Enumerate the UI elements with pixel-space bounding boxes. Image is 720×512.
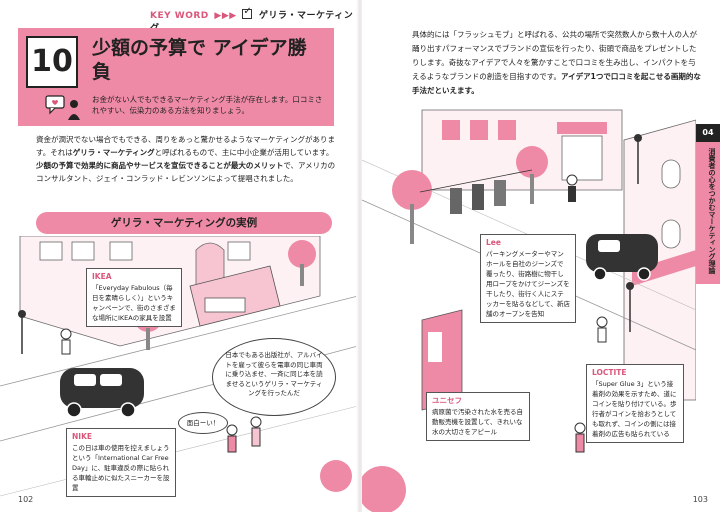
intro-text-3: で、アメリカのコンサルタント、ジェイ・コンラッド・レビンソンによって提唱されまし… [36, 161, 336, 183]
callout-loctite-body: 「Super Glue 3」という接着剤の効果を示すため、道にコインを貼り付けて… [592, 380, 677, 438]
callout-loctite-title: LOCTITE [592, 368, 627, 377]
callout-unicef-body: 病原菌で汚染された水を売る自動販売機を設置して、きれいな水の大切さをアピール [432, 408, 523, 436]
callout-nike-title: NIKE [72, 432, 93, 441]
example-title: ゲリラ・マーケティングの実例 [36, 212, 332, 234]
page-number-right: 103 [692, 495, 708, 504]
callout-unicef: ユニセフ 病原菌で汚染された水を売る自動販売機を設置して、きれいな水の大切さをア… [426, 392, 530, 441]
intro-bold-2: 少額の予算で効果的に商品やサービスを宣伝できることが最大のメリット [36, 161, 284, 170]
street-illustration-right [362, 109, 696, 512]
callout-loctite: LOCTITE 「Super Glue 3」という接着剤の効果を示すため、道にコ… [586, 364, 684, 443]
keyword-arrows-icon: ▶▶▶ [214, 11, 237, 21]
chapter-number: 04 [696, 124, 720, 142]
speech-bubble-omoshiroi: 面白ーい！ [178, 412, 228, 434]
book-gutter [356, 0, 364, 512]
intro-bold-1: ゲリラ・マーケティング [72, 148, 155, 157]
keyword-tag: KEY WORD [150, 11, 209, 21]
intro-paragraph: 資金が潤沢でない場合でもできる、周りをあっと驚かせるようなマーケティングがありま… [36, 133, 336, 185]
intro-text-1: 資金が潤沢でない場合でもできる、周りをあっと驚かせるようなマーケティングがありま… [36, 135, 335, 157]
section-header: 10 少額の予算で アイデア勝負 お金がない人でもできるマーケティング手法が存在… [18, 28, 334, 126]
checkbox-icon [242, 6, 253, 19]
right-paragraph: 具体的には「フラッシュモブ」と呼ばれる、公共の場所で突然数人から数十人の人が踊り… [412, 28, 702, 98]
callout-nike: NIKE この日は車の使用を控えましょうという「International Ca… [66, 428, 176, 497]
right-page: 具体的には「フラッシュモブ」と呼ばれる、公共の場所で突然数人から数十人の人が踊り… [362, 0, 720, 512]
right-text-1: 具体的には「フラッシュモブ」と呼ばれる、公共の場所で突然数人から数十人の人が踊り… [412, 30, 697, 81]
section-title: 少額の予算で アイデア勝負 [92, 37, 307, 83]
callout-lee-body: パーキングメーターやマンホールを自社のジーンズで覆ったり、街路樹に物干し用ロープ… [486, 250, 570, 318]
callout-lee: Lee パーキングメーターやマンホールを自社のジーンズで覆ったり、街路樹に物干し… [480, 234, 576, 323]
right-bold-1: アイデア1つで口コミを起こせる画期的な手法だといえます。 [412, 72, 701, 95]
callout-unicef-title: ユニセフ [432, 396, 462, 405]
speech-hearts-icon [45, 95, 80, 120]
callout-ikea-title: IKEA [92, 272, 112, 281]
section-number: 10 [26, 36, 78, 88]
section-subtitle: お金がない人でもできるマーケティング手法が存在します。口コミされやすい、伝染力の… [92, 95, 323, 115]
callout-lee-title: Lee [486, 238, 501, 247]
callout-ikea-body: 「Everyday Fabulous（毎日を素晴らしく）」というキャンペーンで、… [92, 284, 176, 322]
left-page: KEY WORD ▶▶▶ ゲリラ・マーケティング 10 少額の予算で アイデア勝… [0, 0, 358, 512]
callout-ikea: IKEA 「Everyday Fabulous（毎日を素晴らしく）」というキャン… [86, 268, 182, 327]
page-number-left: 102 [18, 495, 34, 504]
chapter-label: 消費者の心をつかむマーケティング理論 [708, 148, 716, 274]
callout-nike-body: この日は車の使用を控えましょうという「International Car Fre… [72, 444, 170, 492]
speech-bubble-publisher: 日本でもある出版社が、アルバイトを雇って彼らを電車の同じ車両に乗り込ませ、一斉に… [212, 338, 336, 416]
chapter-side-tab [696, 124, 720, 284]
intro-text-2: と呼ばれるもので、主に中小企業が活用しています。 [154, 148, 334, 157]
